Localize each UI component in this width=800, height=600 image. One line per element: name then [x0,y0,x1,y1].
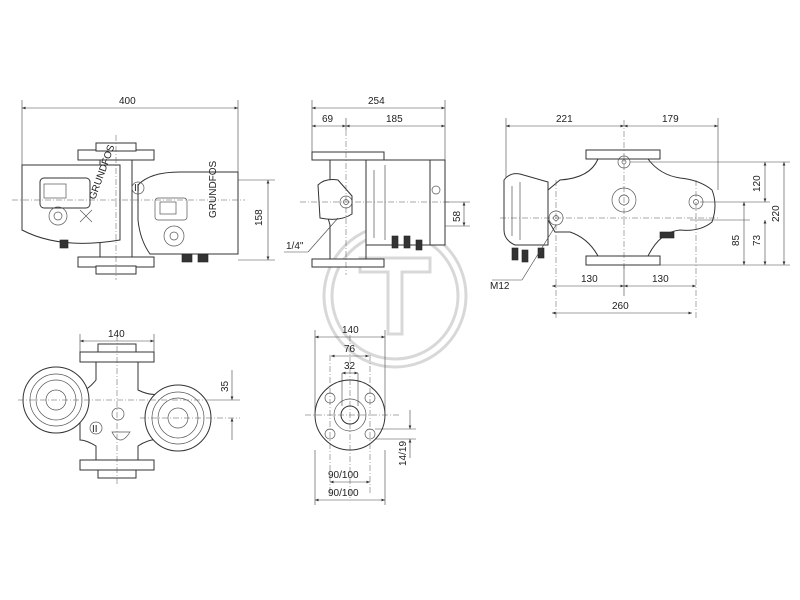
dim-side-height: 58 [452,210,463,222]
top-view: II 140 35 [18,329,240,485]
front-view: GRUNDFOS GRUNDFOS II 400 158 [12,96,275,280]
dim-front-width: 400 [119,96,136,107]
dim-rear-bolt: M12 [490,281,510,292]
flange-view: 140 76 32 14/19 90/100 90/100 [305,325,416,505]
dim-flange-pcd2: 90/100 [328,488,359,499]
dim-side-right: 185 [386,114,403,125]
dim-flange-hole: 14/19 [398,441,409,466]
dim-top-height: 35 [220,380,231,392]
dim-side-thread: 1/4" [286,241,304,252]
dim-flange-d76: 76 [344,344,356,355]
dim-flange-d32: 32 [344,361,356,372]
rear-view: 221 179 120 220 85 73 130 130 260 M12 [490,114,790,320]
side-view: 254 69 185 58 1/4" [284,96,470,275]
dim-top-width: 140 [108,329,125,340]
dim-rear-left: 221 [556,114,573,125]
dim-rear-h3: 85 [731,234,742,246]
dim-side-overall: 254 [368,96,385,107]
svg-text:II: II [134,183,140,194]
dim-flange-d140: 140 [342,325,359,336]
dim-rear-h4: 73 [752,234,763,246]
svg-text:II: II [92,424,98,435]
dim-front-height: 158 [254,209,265,226]
dim-rear-b2: 130 [652,274,669,285]
dim-rear-h1: 120 [752,175,763,192]
dim-side-left: 69 [322,114,334,125]
dim-rear-right: 179 [662,114,679,125]
dim-flange-pcd1: 90/100 [328,470,359,481]
dim-rear-base: 260 [612,301,629,312]
dim-rear-b1: 130 [581,274,598,285]
dim-rear-h2: 220 [771,205,782,222]
svg-text:GRUNDFOS: GRUNDFOS [208,160,219,218]
